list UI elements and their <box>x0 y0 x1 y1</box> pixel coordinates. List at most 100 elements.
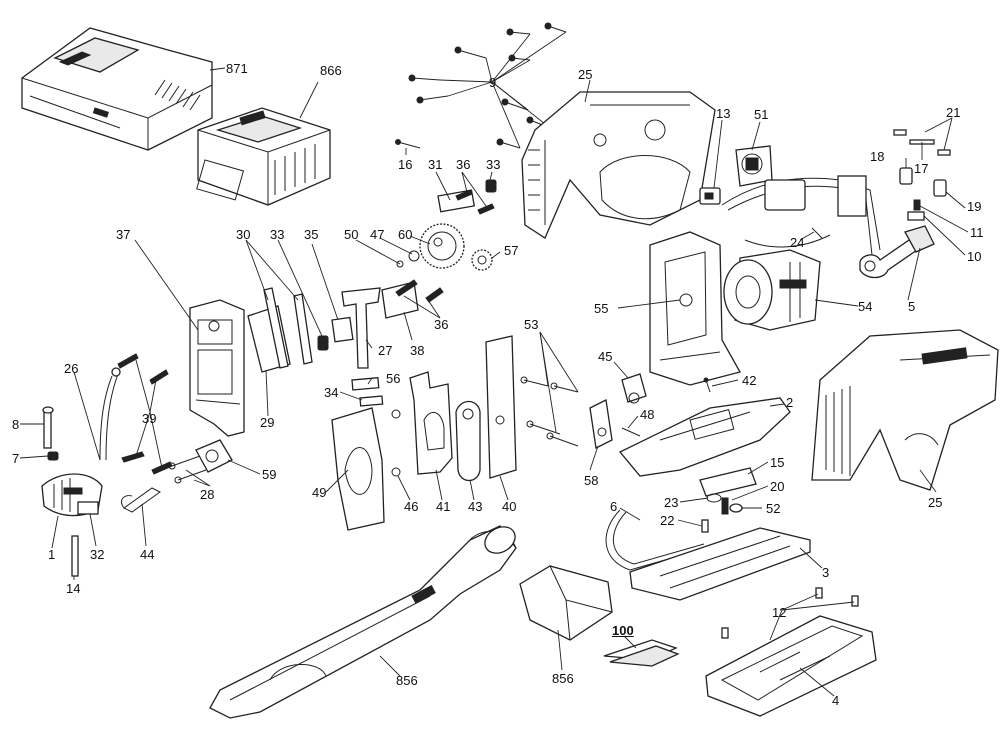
callout-42: 42 <box>742 373 757 388</box>
callout-10: 10 <box>967 249 982 264</box>
callout-55: 55 <box>594 301 609 316</box>
part-44-clip <box>121 487 161 513</box>
callout-45: 45 <box>598 349 613 364</box>
callout-871: 871 <box>226 61 248 76</box>
callout-50: 50 <box>344 227 359 242</box>
part-12-screws <box>721 587 859 639</box>
part-7-spring <box>47 451 59 461</box>
part-48-pin <box>621 427 641 437</box>
callout-57: 57 <box>504 243 519 258</box>
callout-24: 24 <box>790 235 805 250</box>
callout-37: 37 <box>116 227 131 242</box>
callout-36-mid: 36 <box>434 317 449 332</box>
callout-3: 3 <box>822 565 830 580</box>
callout-13: 13 <box>716 106 731 121</box>
callout-59: 59 <box>262 467 277 482</box>
part-26-wire <box>99 367 121 461</box>
part-38-bracket <box>381 281 419 319</box>
callout-56: 56 <box>386 371 401 386</box>
part-37-frame <box>189 299 245 437</box>
part-8-pin <box>42 406 54 449</box>
callout-58: 58 <box>584 473 599 488</box>
callout-53: 53 <box>524 317 539 332</box>
callout-26: 26 <box>64 361 79 376</box>
part-54-motor <box>723 249 821 331</box>
callout-38: 38 <box>410 343 425 358</box>
callout-34: 34 <box>324 385 339 400</box>
callout-49: 49 <box>312 485 327 500</box>
part-43-link <box>455 400 481 482</box>
callout-866: 866 <box>320 63 342 78</box>
callout-33-top: 33 <box>486 157 501 172</box>
part-25-housing-assembled <box>811 329 999 491</box>
callout-30: 30 <box>236 227 251 242</box>
callout-32: 32 <box>90 547 105 562</box>
callout-54: 54 <box>858 299 873 314</box>
callout-48: 48 <box>640 407 655 422</box>
callout-52: 52 <box>766 501 781 516</box>
part-49-plate <box>331 407 385 531</box>
callout-2: 2 <box>786 395 794 410</box>
callout-20: 20 <box>770 479 785 494</box>
part-wiring-harness <box>721 175 881 256</box>
part-51-speed-control <box>735 145 773 187</box>
callout-60: 60 <box>398 227 413 242</box>
part-32-insert <box>77 501 99 515</box>
part-19-latch <box>933 179 947 197</box>
part-5-lever <box>859 225 935 279</box>
callout-11: 11 <box>970 225 984 240</box>
part-60-gear <box>419 223 465 269</box>
part-52-bushing <box>729 503 743 513</box>
part-50-pin <box>396 260 404 268</box>
part-4-base-plate <box>705 615 877 717</box>
callout-17: 17 <box>914 161 929 176</box>
callout-35: 35 <box>304 227 319 242</box>
callout-6: 6 <box>610 499 618 514</box>
part-866-battery <box>196 107 331 206</box>
part-33-spring-left <box>317 335 329 351</box>
callout-856-shroud: 856 <box>552 671 574 686</box>
callout-16: 16 <box>398 157 413 172</box>
callout-47: 47 <box>370 227 385 242</box>
part-30-bars <box>263 287 313 369</box>
part-53-pins <box>520 376 579 447</box>
leader-lines <box>19 67 969 697</box>
callout-51: 51 <box>754 107 769 122</box>
callout-5: 5 <box>908 299 916 314</box>
callout-1: 1 <box>48 547 56 562</box>
callout-36-top: 36 <box>456 157 471 172</box>
part-3-shoe <box>629 527 811 601</box>
part-33-spring-top <box>485 179 497 193</box>
callout-40: 40 <box>502 499 517 514</box>
callout-25-top: 25 <box>578 67 593 82</box>
callout-9: 9 <box>489 75 497 90</box>
part-22-screw <box>701 519 709 533</box>
callout-25-right: 25 <box>928 495 943 510</box>
part-2-gear-case <box>618 397 791 477</box>
callout-44: 44 <box>140 547 155 562</box>
callout-100: 100 <box>612 623 634 638</box>
part-13-switch <box>699 187 721 205</box>
part-42-pin <box>703 377 711 393</box>
callout-46: 46 <box>404 499 419 514</box>
callout-14: 14 <box>66 581 81 596</box>
callout-7: 7 <box>12 451 20 466</box>
part-20-screw <box>721 497 729 515</box>
callout-29: 29 <box>260 415 275 430</box>
part-15-clamp <box>699 467 757 497</box>
part-34-clip <box>359 395 384 407</box>
callout-23: 23 <box>664 495 679 510</box>
callout-28: 28 <box>200 487 215 502</box>
part-36-screws-top <box>455 189 495 215</box>
part-11-spring <box>913 199 921 211</box>
callout-15: 15 <box>770 455 785 470</box>
part-56-clip <box>351 377 380 391</box>
part-24-pin <box>811 227 823 239</box>
part-41-plate <box>409 371 453 475</box>
callout-31: 31 <box>428 157 443 172</box>
part-18-latch <box>899 167 913 185</box>
part-16-pin <box>395 139 421 149</box>
part-35-bracket <box>331 316 354 343</box>
